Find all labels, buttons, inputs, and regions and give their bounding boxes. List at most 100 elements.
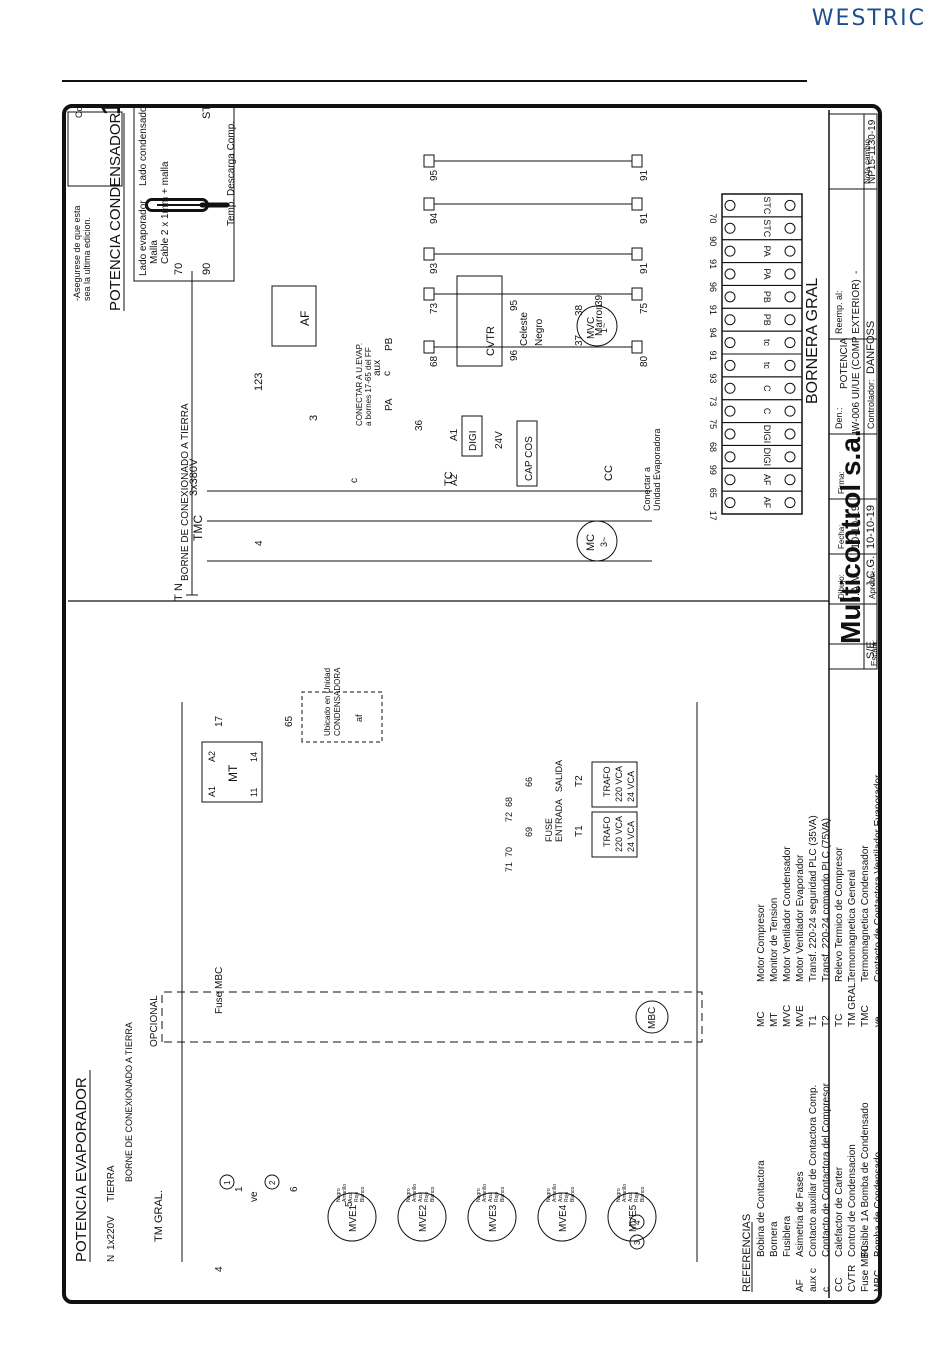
ref-text: Motor Compresor	[756, 904, 767, 982]
terminal-right-label: 91	[639, 169, 650, 181]
terminal-box	[631, 340, 643, 354]
bornera-number: 93	[708, 373, 718, 383]
wire-marker	[629, 1234, 645, 1250]
bornera-screw	[784, 291, 796, 303]
dibujo-label: Dibujo:	[837, 574, 846, 599]
terminal-right-label: 91	[639, 262, 650, 274]
ref-code: MVC	[782, 1005, 793, 1027]
bornera-screw	[724, 382, 736, 394]
wire-6: 6	[289, 1186, 300, 1192]
mve-wire-color: Azul	[628, 1192, 634, 1202]
t1-label: T1	[574, 825, 585, 837]
ref-text: Transf. 220-24 comando PLC (75VA)	[821, 818, 832, 982]
sensor-cable: Cable 2 x 1mm + malla	[160, 161, 171, 264]
wire-71: 71	[504, 862, 514, 872]
escala-label: Escala:	[870, 640, 879, 666]
mt-a1: A1	[207, 786, 217, 797]
terminal-box	[423, 340, 435, 354]
bornera-number: 91	[708, 305, 718, 315]
header-rule	[62, 80, 807, 82]
bornera-label: DIGI	[762, 425, 772, 444]
ref-text: Bomba de Condensado	[873, 1151, 882, 1257]
tmc-label: TMC	[191, 515, 205, 541]
ref-text: Bornera	[769, 1221, 780, 1257]
bornera-number: 73	[708, 396, 718, 406]
bornera-screw	[724, 199, 736, 211]
bornera-screw	[724, 268, 736, 280]
af-label: AF	[298, 311, 312, 326]
terminal-right-label: 80	[639, 355, 650, 367]
label-n: N	[173, 583, 185, 591]
terminal-box	[631, 197, 643, 211]
ubicado-1: Ubicado en Unidad	[323, 668, 332, 736]
mve-wire-color: Azul	[488, 1192, 494, 1202]
terminal-box	[423, 287, 435, 301]
ref-text: Motor Ventilador Condensador	[782, 846, 793, 982]
ref-text: Contacto de Contactora Ventilador Evapor…	[873, 774, 882, 982]
ref-code: AF	[795, 1279, 806, 1292]
tm-gral: TM GRAL.	[153, 1190, 165, 1242]
ref-code: MBC	[873, 1270, 882, 1292]
bornera-screw	[784, 245, 796, 257]
bornera-label: tc	[762, 339, 772, 347]
wire-marker-label: 3	[633, 1240, 642, 1245]
ref-code: aux c	[808, 1268, 819, 1292]
sensor-cond-side: Lado condensador	[138, 104, 149, 186]
sensor-malla: Malla	[149, 240, 160, 264]
mve-wire-color: Rojo	[634, 1191, 640, 1202]
mve-label: MVE3	[488, 1204, 499, 1232]
fecha-2: 10-10-19	[865, 505, 877, 549]
terminal-left-label: 95	[429, 169, 440, 181]
label-4: 4	[254, 540, 265, 546]
wire-38: 38	[574, 304, 585, 316]
bornera-cell	[721, 262, 803, 286]
mve-wire-color: Amarillo	[482, 1184, 488, 1202]
bornera-screw	[784, 199, 796, 211]
wire-68: 68	[504, 797, 514, 807]
sheet-frame	[62, 104, 882, 1304]
wire-3: 3	[308, 415, 320, 421]
fecha-label: Fecha:	[837, 525, 846, 549]
wire-17: 17	[214, 715, 225, 727]
mve-wire-color: Amarillo	[342, 1184, 348, 1202]
mve-wire-color: Negro	[406, 1188, 412, 1202]
bornera-title: BORNERA GRAL	[804, 278, 821, 404]
negro-label: Negro	[534, 318, 545, 346]
mve-wire-color: Amarillo	[622, 1184, 628, 1202]
af-contact: af	[354, 714, 364, 722]
mve-wire-color: Rojo	[354, 1191, 360, 1202]
t2-24: 24 VCA	[626, 771, 636, 802]
mve-wire-color: Blanco	[640, 1186, 646, 1202]
wire-69: 69	[524, 827, 534, 837]
aprobo: J.C.G.	[865, 556, 877, 587]
mve-wire-color: Negro	[546, 1188, 552, 1202]
mt-11: 11	[249, 788, 259, 797]
mvc-label: MVC	[586, 317, 597, 339]
ref-code: T1	[808, 1015, 819, 1027]
bornera-screw	[724, 428, 736, 440]
mve-wire-color: Negro	[336, 1188, 342, 1202]
conectar-af-1: CONECTAR A U.EVAP.	[355, 343, 364, 426]
bornera-label: DIGI	[762, 448, 772, 467]
evap-tierra: TIERRA	[106, 1165, 117, 1202]
aux-label: aux	[372, 360, 383, 376]
mt-a2: A2	[207, 751, 217, 762]
bornera-label: STC	[762, 219, 772, 238]
bornera-label: PB	[762, 314, 772, 326]
bornera-screw	[784, 382, 796, 394]
ref-text: Termomagnetica Condensador	[860, 845, 871, 982]
evaporator-section: POTENCIA EVAPORADOR N 1x220V TIERRA TM G…	[73, 667, 703, 1272]
code-box	[67, 111, 123, 187]
nota-label: Nota cambio	[863, 139, 872, 184]
term-96: 96	[509, 349, 520, 361]
digi-a1: A1	[449, 428, 460, 441]
supply-3x380: 3x380V	[188, 458, 200, 496]
celeste-label: Celeste	[519, 312, 530, 346]
controlador: DANFOSS	[865, 321, 877, 374]
ref-code: TC	[834, 1014, 845, 1027]
terminal-right-label: 91	[639, 212, 650, 224]
sensor-box	[133, 105, 235, 282]
mve-label: MVE4	[558, 1204, 569, 1232]
fuse-entrada: FUSE	[544, 818, 554, 842]
bornera-cell	[721, 193, 803, 218]
